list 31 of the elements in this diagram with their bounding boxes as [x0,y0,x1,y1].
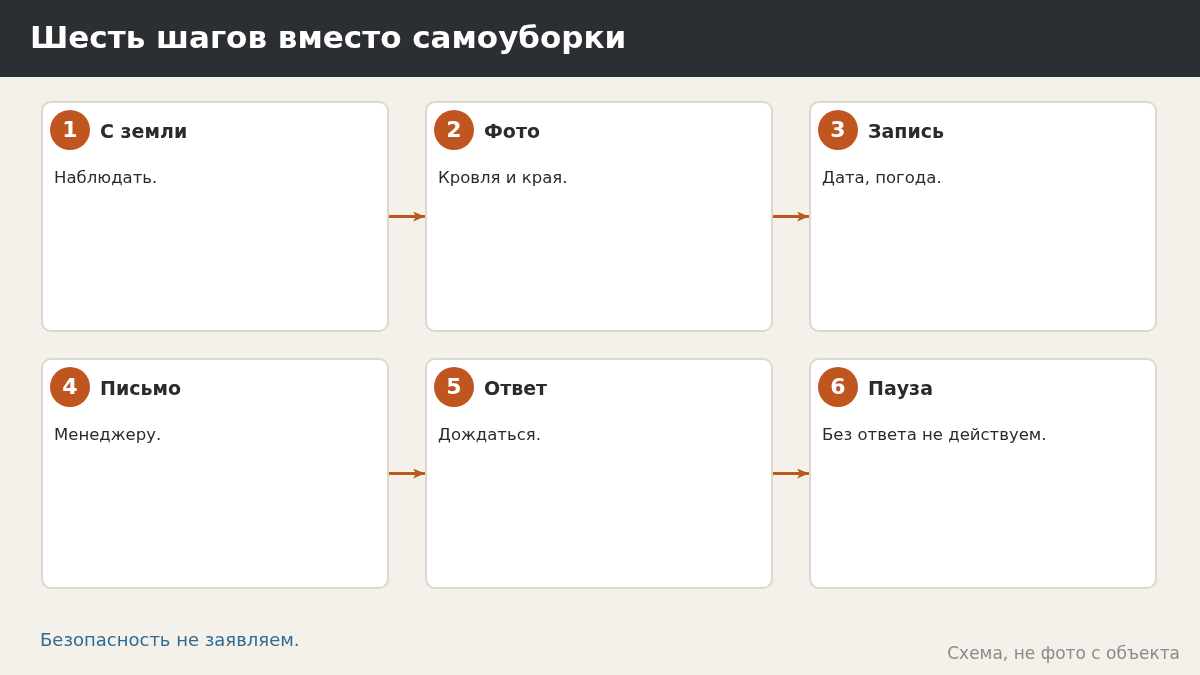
step-heading: С земли [100,119,188,143]
disclaimer-note: Безопасность не заявляем. [40,629,300,651]
arrow [773,468,809,479]
step-card [425,101,773,332]
step-description: Дождаться. [438,424,542,446]
step-card [809,101,1157,332]
arrow [773,211,809,222]
step-number-badge: 5 [434,367,474,407]
step-description: Без ответа не действуем. [822,424,1048,446]
step-card [425,358,773,589]
step-heading: Пауза [868,376,933,400]
step-number-badge: 6 [818,367,858,407]
step-number-badge: 2 [434,110,474,150]
step-description: Наблюдать. [54,167,159,189]
arrow [389,211,425,222]
step-heading: Фото [484,119,540,143]
step-number-badge: 3 [818,110,858,150]
arrow [389,468,425,479]
step-card [809,358,1157,589]
step-description: Кровля и края. [438,167,569,189]
step-card [41,358,389,589]
title: Шесть шагов вместо самоуборки [30,18,627,57]
step-description: Менеджеру. [54,424,163,446]
footnote: Схема, не фото с объекта [947,642,1180,664]
step-number-badge: 1 [50,110,90,150]
step-heading: Запись [868,119,945,143]
step-heading: Ответ [484,376,548,400]
step-description: Дата, погода. [822,167,943,189]
step-card [41,101,389,332]
step-number-badge: 4 [50,367,90,407]
step-heading: Письмо [100,376,182,400]
